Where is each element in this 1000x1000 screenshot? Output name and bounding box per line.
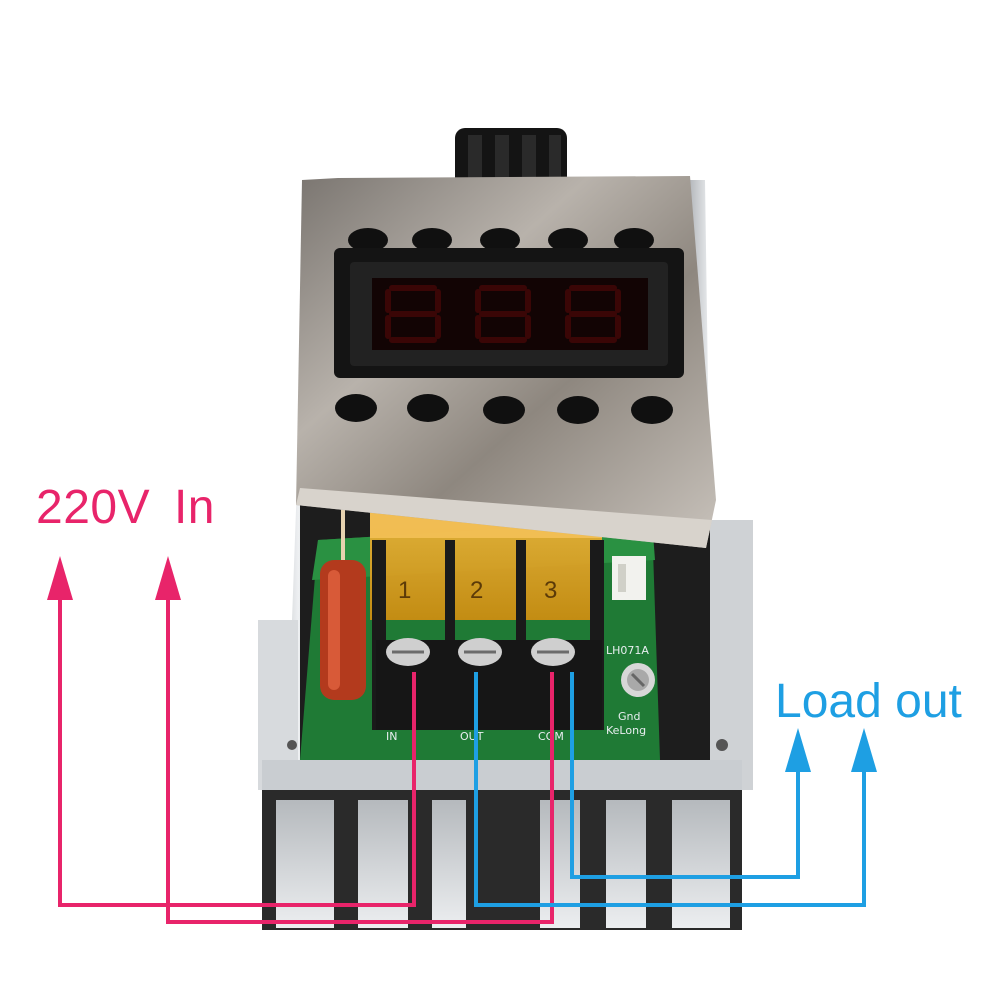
pcb-label-model: LH071A: [606, 644, 649, 657]
pcb-label-in: IN: [386, 730, 397, 743]
output-label: Load out: [775, 675, 962, 728]
terminal-number-1: 1: [398, 577, 411, 604]
pcb-label-out: OUT: [460, 730, 484, 743]
output-arrow-icon: [851, 728, 877, 772]
output-wiring: [474, 672, 866, 907]
led-display: [334, 248, 684, 378]
display-digits: [385, 285, 621, 343]
pcb-label-gnd: Gnd: [618, 710, 640, 723]
terminal-number-2: 2: [470, 577, 483, 604]
terminal-block: 1 2 3: [370, 512, 604, 730]
input-arrow-icon: [155, 556, 181, 600]
input-arrow-icon: [47, 556, 73, 600]
terminal-number-3: 3: [544, 577, 557, 604]
pcb-label-brand: KeLong: [606, 724, 646, 737]
terminal-screw: [458, 638, 502, 666]
input-wiring: [58, 598, 554, 924]
capacitor: [320, 500, 366, 700]
input-label: 220V In: [36, 481, 215, 534]
output-arrow-icon: [785, 728, 811, 772]
terminal-screw: [386, 638, 430, 666]
control-knob[interactable]: [455, 128, 567, 188]
terminal-screw: [531, 638, 575, 666]
